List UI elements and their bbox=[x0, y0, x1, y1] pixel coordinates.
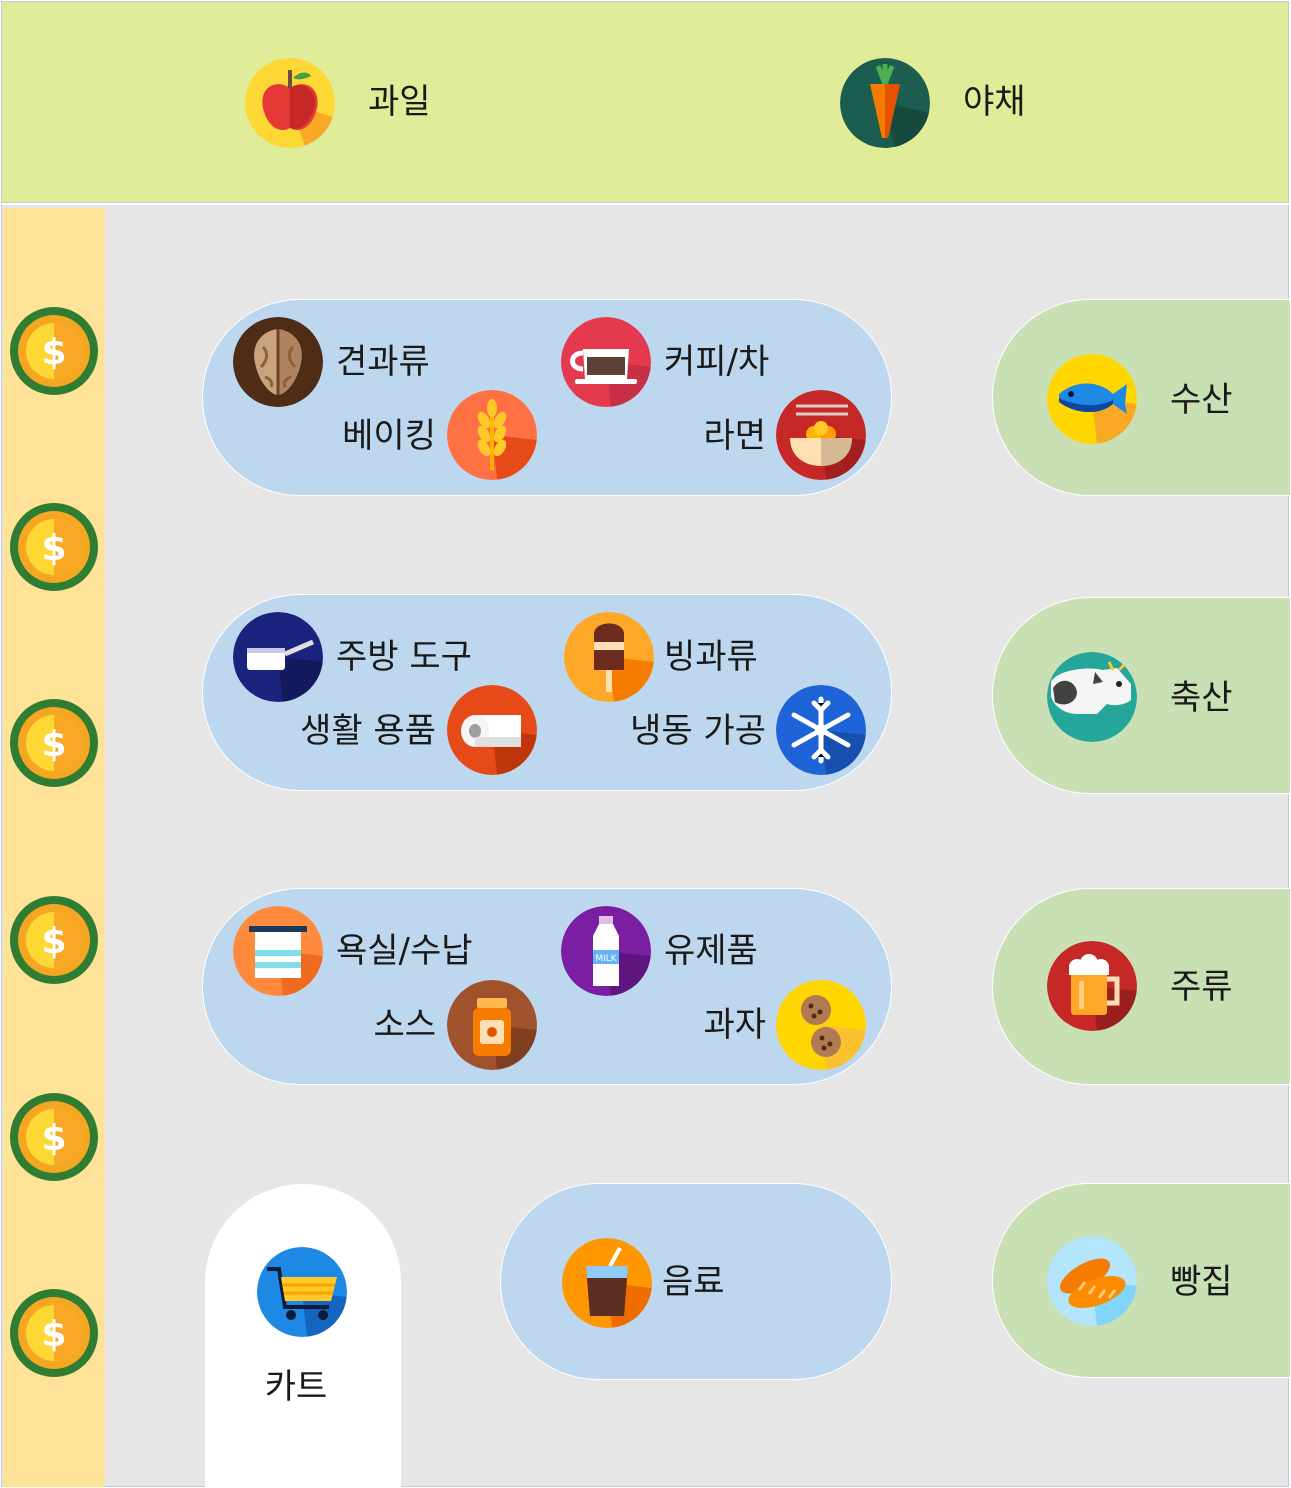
drinks-label: 음료 bbox=[662, 1262, 725, 1302]
aisle-3 bbox=[202, 888, 892, 1085]
cart-label: 카트 bbox=[264, 1367, 328, 1407]
dollar-coin-icon bbox=[10, 896, 98, 984]
bread-icon bbox=[1047, 1236, 1137, 1326]
bath-storage-label: 욕실/수납 bbox=[336, 931, 473, 971]
dollar-coin-icon bbox=[10, 307, 98, 395]
snacks-label: 과자 bbox=[703, 1005, 766, 1045]
liquor-counter bbox=[992, 888, 1290, 1085]
carrot-icon bbox=[840, 58, 930, 148]
vegetable-label: 야채 bbox=[963, 82, 1026, 122]
bakery-label: 빵집 bbox=[1170, 1262, 1233, 1302]
aisle-1 bbox=[202, 299, 892, 496]
bakery-counter bbox=[992, 1183, 1290, 1378]
svg-text:MILK: MILK bbox=[595, 954, 617, 964]
drink-cup-icon bbox=[562, 1238, 652, 1328]
meat-label: 축산 bbox=[1170, 678, 1233, 718]
baking-label: 베이킹 bbox=[342, 416, 436, 456]
seafood-label: 수산 bbox=[1170, 380, 1233, 420]
coffee-tea-label: 커피/차 bbox=[664, 342, 770, 382]
household-label: 생활 용품 bbox=[300, 711, 436, 751]
coffee-cup-icon bbox=[561, 317, 651, 407]
cookies-icon bbox=[776, 980, 866, 1070]
noodle-bowl-icon bbox=[776, 390, 866, 480]
dollar-coin-icon bbox=[10, 1093, 98, 1181]
milk-bottle-icon: MILK bbox=[561, 906, 651, 996]
snowflake-icon bbox=[776, 685, 866, 775]
liquor-label: 주류 bbox=[1170, 967, 1233, 1007]
walnut-icon bbox=[233, 317, 323, 407]
wheat-icon bbox=[447, 390, 537, 480]
towel-icon bbox=[233, 906, 323, 996]
ramen-label: 라면 bbox=[703, 416, 766, 456]
apple-icon bbox=[245, 58, 335, 148]
produce-zone bbox=[1, 1, 1289, 203]
dairy-label: 유제품 bbox=[664, 931, 758, 971]
dollar-coin-icon bbox=[10, 1289, 98, 1377]
dollar-coin-icon bbox=[10, 503, 98, 591]
checkout-lane bbox=[3, 208, 105, 1487]
saucepan-icon bbox=[233, 612, 323, 702]
shopping-cart-icon[interactable] bbox=[257, 1247, 347, 1337]
beer-mug-icon bbox=[1047, 941, 1137, 1031]
fruit-label: 과일 bbox=[368, 82, 431, 122]
cow-icon bbox=[1047, 652, 1137, 742]
meat-counter bbox=[992, 597, 1290, 794]
nuts-label: 견과류 bbox=[336, 342, 430, 382]
dollar-coin-icon bbox=[10, 699, 98, 787]
toilet-paper-icon bbox=[447, 685, 537, 775]
sauce-label: 소스 bbox=[373, 1005, 436, 1045]
seafood-counter bbox=[992, 299, 1290, 496]
ice-cream-label: 빙과류 bbox=[664, 637, 758, 677]
frozen-food-label: 냉동 가공 bbox=[630, 711, 766, 751]
jar-icon bbox=[447, 980, 537, 1070]
popsicle-icon bbox=[564, 612, 654, 702]
fish-icon bbox=[1047, 354, 1137, 444]
kitchen-tools-label: 주방 도구 bbox=[336, 637, 472, 677]
aisle-2 bbox=[202, 594, 892, 791]
